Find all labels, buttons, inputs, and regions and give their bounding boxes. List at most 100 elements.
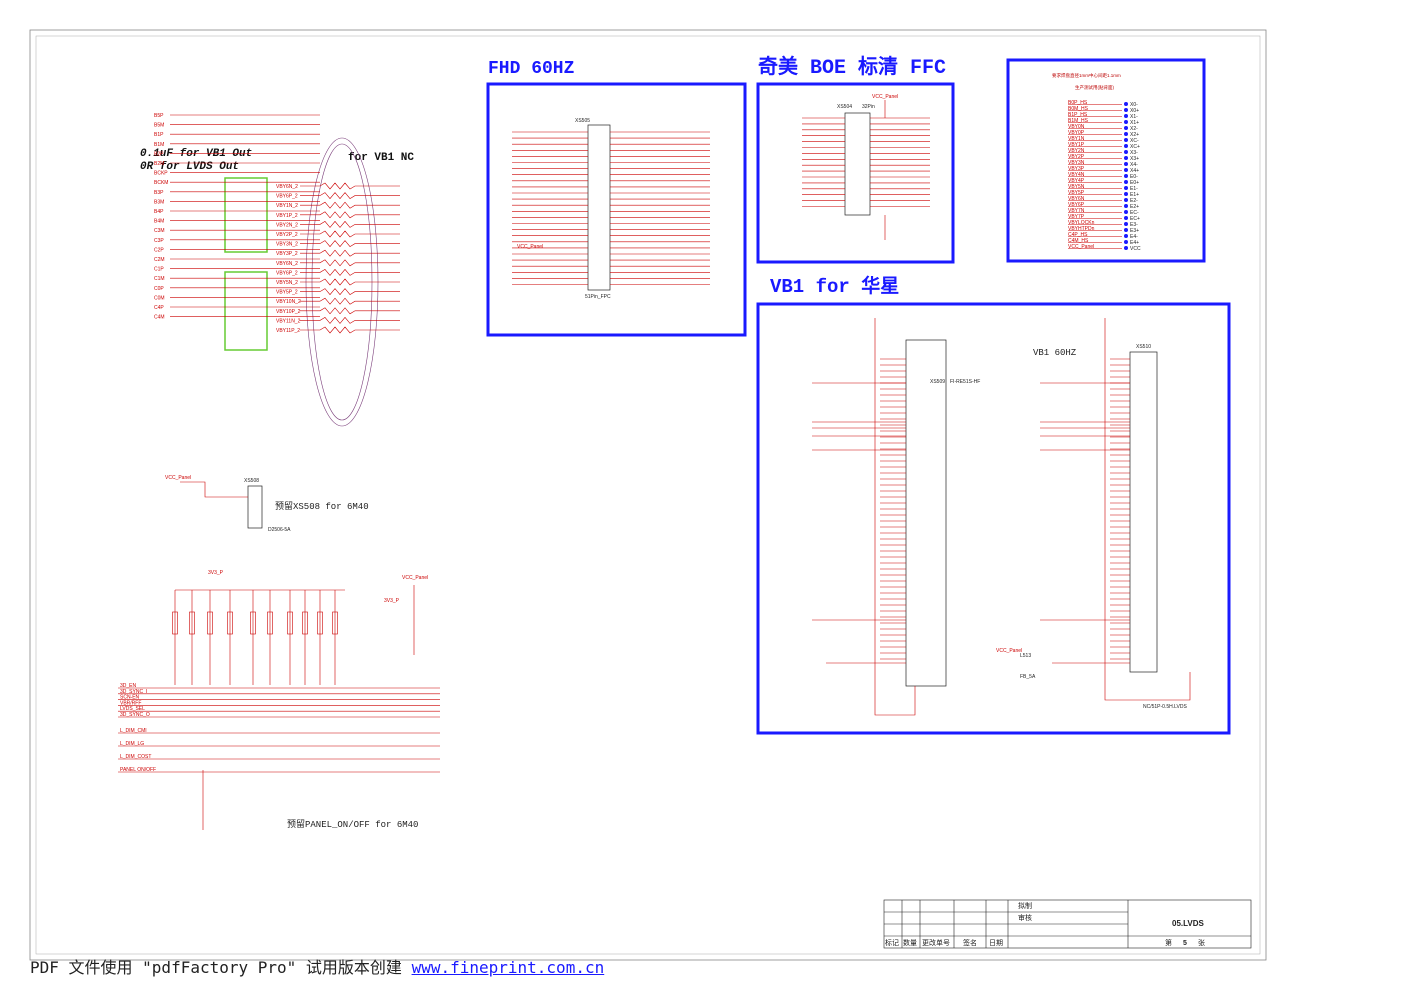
test-net: B0P_HS — [1068, 100, 1088, 106]
test-net: VBYHTPDn — [1068, 226, 1095, 232]
vby-net: VBY10P_2 — [276, 309, 301, 315]
test-pad-name: X0+ — [1130, 108, 1139, 114]
test-net: VBY2P — [1068, 154, 1085, 160]
bottom-net: PANEL ON/OFF — [120, 767, 156, 773]
test-net: VBY0N — [1068, 124, 1085, 130]
test-pad-name: E4- — [1130, 234, 1138, 240]
xs504-body — [844, 112, 871, 216]
vby-net: VBY10N_2 — [276, 299, 301, 305]
vb1-box — [756, 302, 1231, 735]
title-col-1: 数量 — [903, 938, 917, 947]
ladder-resistor — [207, 611, 213, 635]
vb1-wires — [812, 318, 1191, 716]
title-block: 拟制 审核 05.LVDS 第 5 张 标记 数量 更改单号 签名 日期 — [883, 899, 1252, 949]
left-signal-group: B5PB5MB1PB1MB2PB2MBCKPBCKMB3PB3MB4PB4MC3… — [154, 113, 320, 321]
test-net: VBY5P — [1068, 190, 1085, 196]
test-pad-name: E1- — [1130, 186, 1138, 192]
test-net: VBYLOCKn — [1068, 220, 1095, 226]
note-cap-2: 0R for LVDS Out — [140, 161, 239, 173]
inner-border — [35, 35, 1261, 955]
vby-net: VBY6N_2 — [276, 184, 298, 190]
left-signal: BCKM — [154, 180, 168, 186]
test-pad-name: E4+ — [1130, 240, 1139, 246]
cap-group-1 — [224, 177, 268, 253]
l513-type: FB_5A — [1020, 674, 1036, 680]
xs505-label: XS505 — [575, 118, 590, 124]
xs508-type: D2506-5A — [268, 527, 291, 533]
left-signal: B2M — [154, 161, 164, 167]
test-net: VBY3N — [1068, 160, 1085, 166]
ladder-3v3b: 3V3_P — [384, 598, 400, 604]
test-pad-name: EC- — [1130, 210, 1139, 216]
vby-net-group: VBY6N_2VBY6P_2VBY1N_2VBY1P_2VBY2N_2VBY2P… — [276, 182, 400, 334]
test-pad-dot — [1124, 138, 1128, 142]
left-signal: C1P — [154, 267, 164, 273]
test-pad-dot — [1124, 246, 1128, 250]
test-pad-name: X1- — [1130, 114, 1138, 120]
left-signal: B5M — [154, 123, 164, 129]
test-pad-name: XC+ — [1130, 144, 1140, 150]
vby-net: VBY1N_2 — [276, 203, 298, 209]
title-col-4: 日期 — [989, 939, 1003, 947]
test-pad-dot — [1124, 186, 1128, 190]
test-pad-name: VCC — [1130, 246, 1141, 252]
test-note-1: 要求焊盘直径1mm中心间距1.1mm — [1052, 72, 1121, 79]
title-sheet-prefix: 第 — [1165, 938, 1172, 947]
xs510-type: NC/51P-0.5H.LVDS — [1143, 704, 1187, 710]
footer-text: PDF 文件使用 "pdfFactory Pro" 试用版本创建 — [30, 958, 412, 977]
ladder-resistor — [317, 611, 323, 635]
test-net: VBY5N — [1068, 184, 1085, 190]
xs509-label: XS509 — [930, 379, 945, 385]
footer-url[interactable]: www.fineprint.com.cn — [411, 958, 605, 977]
vby-net: VBY6N_2 — [276, 261, 298, 267]
title-sheet-suffix: 张 — [1198, 938, 1205, 947]
left-signal: B5P — [154, 113, 164, 119]
test-pad-name: E2+ — [1130, 204, 1139, 210]
vby-net: VBY2N_2 — [276, 222, 298, 228]
vby-net: VBY5P_2 — [276, 290, 298, 296]
test-net: VBY4P — [1068, 178, 1085, 184]
test-pad-name: X3+ — [1130, 156, 1139, 162]
xs504-vcc: VCC_Panel — [872, 94, 898, 100]
test-pad-name: E3+ — [1130, 228, 1139, 234]
left-signal: B3P — [154, 190, 164, 196]
test-pad-dot — [1124, 222, 1128, 226]
ladder-resistor — [227, 611, 233, 635]
left-signal: C2P — [154, 247, 164, 253]
left-signal: C0P — [154, 286, 164, 292]
left-signal: B3M — [154, 199, 164, 205]
vby-net: VBY3N_2 — [276, 242, 298, 248]
test-net: C4P_HS — [1068, 232, 1088, 238]
xs504-pins: 32Pin — [862, 104, 875, 110]
xs505-vcc: VCC_Panel — [517, 244, 543, 250]
vby-net: VBY1P_2 — [276, 213, 298, 219]
xs509-type: FI-RE51S-HF — [950, 379, 980, 385]
test-pad-dot — [1124, 102, 1128, 106]
xs509-body — [905, 339, 947, 687]
xs510-label: XS510 — [1136, 344, 1151, 350]
vby-net: VBY11N_2 — [276, 318, 301, 324]
ladder-resistor — [250, 611, 256, 635]
title-col-2: 更改单号 — [922, 938, 950, 947]
heading-vb1-nc: for VB1 NC — [348, 152, 414, 164]
xs508-body — [247, 485, 263, 529]
test-pad-dot — [1124, 120, 1128, 124]
xs510-body — [1129, 351, 1158, 673]
bottom-net: SCN-EN — [120, 695, 140, 701]
title-review: 审核 — [1018, 913, 1032, 922]
test-pad-dot — [1124, 180, 1128, 184]
left-signal: B2P — [154, 151, 164, 157]
left-signal: C0M — [154, 295, 165, 301]
test-net: VBY1P — [1068, 142, 1085, 148]
test-pad-dot — [1124, 150, 1128, 154]
test-net: B0M_HS — [1068, 106, 1089, 112]
ladder-resistor — [287, 611, 293, 635]
xs504-wires — [802, 100, 930, 240]
test-net: VBY0P — [1068, 130, 1085, 136]
bottom-net: L_DIM_LG — [120, 741, 144, 747]
test-pad-name: E0+ — [1130, 180, 1139, 186]
drawing-border — [29, 29, 1267, 961]
heading-vb1-60: VB1 60HZ — [1033, 348, 1077, 358]
test-pad-name: X4- — [1130, 162, 1138, 168]
